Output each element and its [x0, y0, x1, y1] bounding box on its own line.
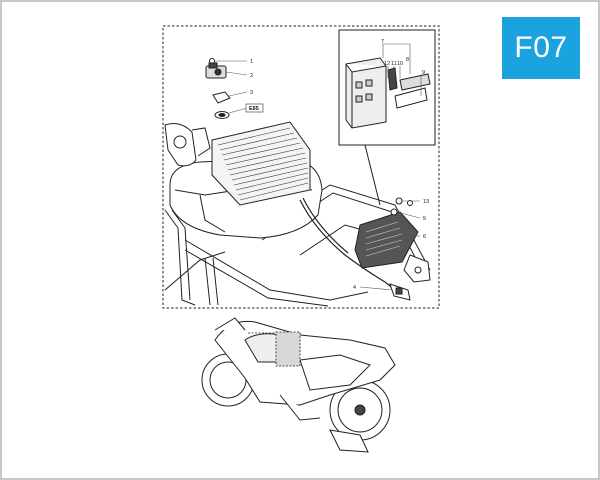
- motorcycle-overview: [201, 317, 396, 453]
- callout-3: 3: [250, 90, 253, 96]
- leader-lines-right: [359, 200, 421, 291]
- inset-leader-line: [364, 144, 381, 206]
- callout-1: 1: [250, 59, 253, 65]
- callout-9: 9: [422, 70, 425, 76]
- callout-10: 10: [397, 61, 403, 67]
- callout-4: 4: [353, 285, 356, 291]
- wiring-harness: [299, 197, 396, 291]
- leader-lines-left: [215, 60, 248, 114]
- rear-frame-mount: [403, 254, 431, 283]
- harness-connector: [389, 283, 411, 301]
- callout-2: 2: [250, 73, 253, 79]
- callout-e85: E85: [249, 106, 259, 112]
- callout-13: 13: [423, 199, 429, 205]
- callout-5: 5: [423, 216, 426, 222]
- airbox-ribs: [217, 127, 309, 201]
- mounting-bolts: [390, 197, 413, 216]
- locator-highlight: [275, 331, 301, 367]
- e85-box: [245, 103, 264, 113]
- callout-8: 8: [406, 57, 409, 63]
- callout-11: 11: [391, 61, 397, 67]
- inset-leader-lines: [382, 43, 422, 96]
- steering-head: [164, 123, 211, 167]
- callout-12: 12: [384, 61, 390, 67]
- callout-6: 6: [423, 234, 426, 240]
- section-badge: F07: [502, 17, 580, 79]
- voltage-regulator: [354, 211, 419, 269]
- inset-module: [345, 57, 431, 129]
- callout-7: 7: [381, 39, 384, 45]
- sensor-assembly: [205, 58, 231, 119]
